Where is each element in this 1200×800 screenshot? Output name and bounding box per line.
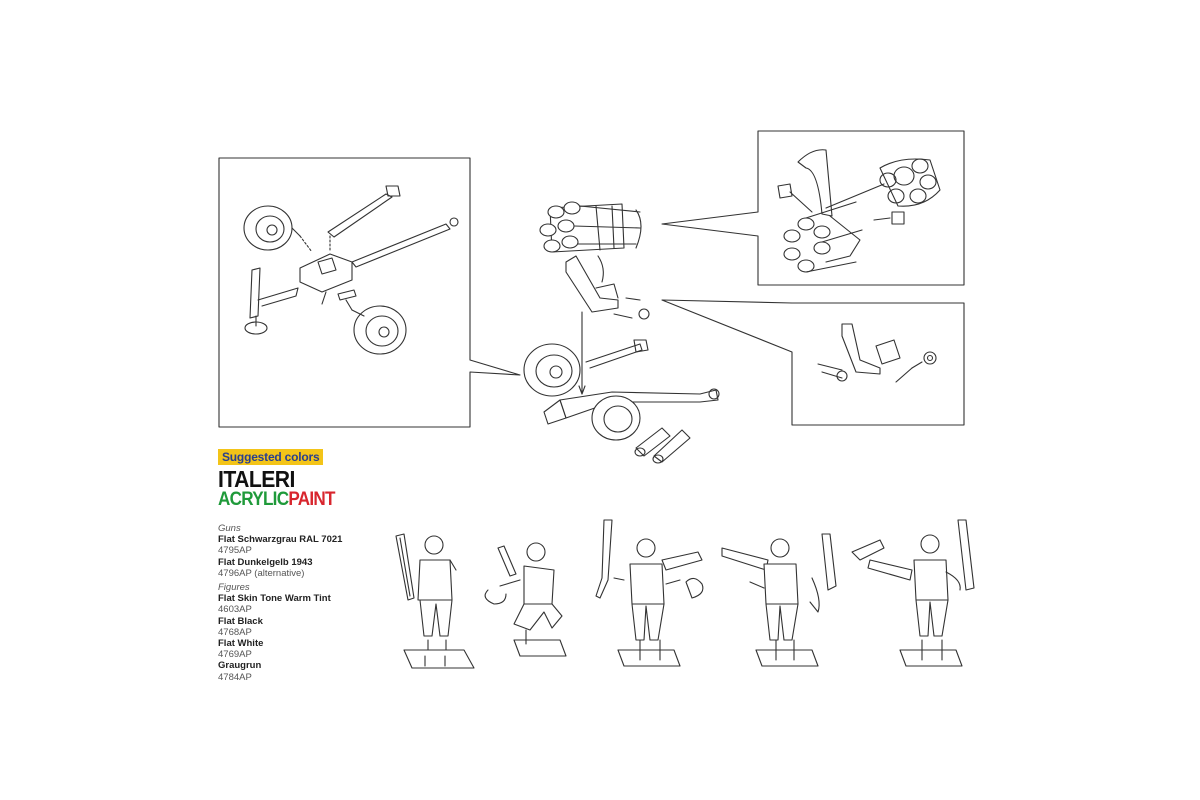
main-assembly-drawing bbox=[523, 201, 720, 464]
figure-1 bbox=[395, 533, 475, 669]
tubes-detail-callout bbox=[661, 130, 965, 286]
paint-name: Flat Skin Tone Warm Tint bbox=[218, 593, 331, 605]
figure-5 bbox=[851, 519, 975, 667]
paint-name: Flat Dunkelgelb 1943 bbox=[218, 556, 313, 568]
paint-name: Flat Black bbox=[218, 615, 263, 627]
brand-subtitle-acrylic: ACRYLIC bbox=[218, 489, 289, 510]
group-title: Guns bbox=[218, 523, 241, 534]
paint-name: Flat Schwarzgrau RAL 7021 bbox=[218, 534, 343, 546]
paint-code: 4796AP (alternative) bbox=[218, 567, 305, 579]
brand-logo: ITALERI bbox=[218, 466, 295, 492]
figure-3 bbox=[595, 519, 704, 667]
suggested-colors-badge: Suggested colors bbox=[218, 449, 323, 465]
paint-code: 4795AP bbox=[218, 545, 252, 557]
paint-list: Guns Flat Schwarzgrau RAL 7021 4795AP Fl… bbox=[218, 523, 388, 683]
brand-subtitle: ACRYLICPAINT bbox=[218, 490, 371, 509]
paint-code: 4768AP bbox=[218, 626, 252, 638]
carriage-detail-drawing bbox=[243, 185, 459, 355]
carriage-detail-callout bbox=[218, 157, 521, 428]
mount-detail-callout bbox=[661, 299, 965, 426]
paint-name: Flat White bbox=[218, 638, 264, 650]
paint-code: 4784AP bbox=[218, 671, 252, 683]
mount-detail-drawing bbox=[817, 323, 937, 383]
paint-legend: Suggested colors ITALERI ACRYLICPAINT Gu… bbox=[218, 448, 388, 683]
tubes-detail-drawing bbox=[777, 149, 941, 273]
figure-2 bbox=[484, 542, 567, 657]
group-title: Figures bbox=[218, 582, 250, 594]
paint-code: 4603AP bbox=[218, 604, 252, 616]
paint-code: 4769AP bbox=[218, 649, 252, 661]
paint-name: Graugrun bbox=[218, 660, 262, 672]
figure-4 bbox=[721, 533, 837, 667]
brand-subtitle-paint: PAINT bbox=[288, 489, 335, 510]
